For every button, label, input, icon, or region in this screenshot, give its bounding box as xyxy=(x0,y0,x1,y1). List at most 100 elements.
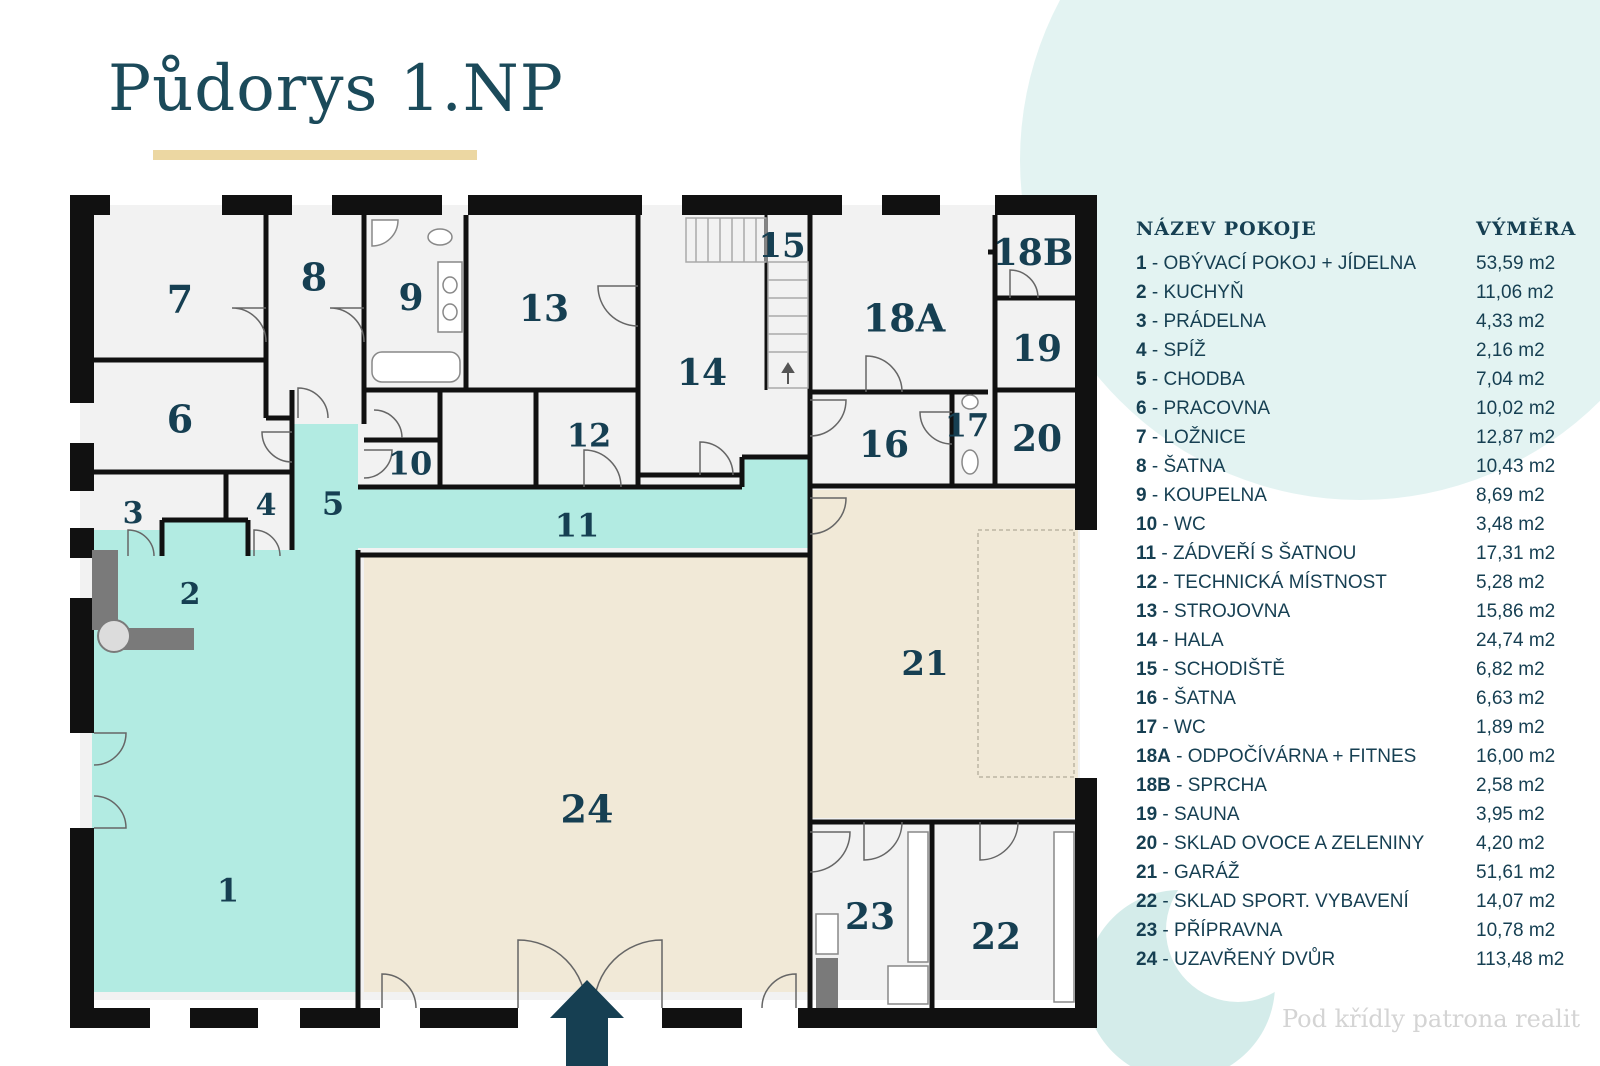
door-swing xyxy=(127,529,155,557)
room-11-fill xyxy=(358,457,810,548)
legend-separator: - xyxy=(1157,629,1175,651)
room-label-6: 6 xyxy=(167,397,193,442)
legend-room-name: UZAVŘENÝ DVŮR xyxy=(1174,948,1336,970)
wall-segment xyxy=(468,195,526,215)
door-swing xyxy=(919,411,953,445)
legend-room-name: SPÍŽ xyxy=(1163,339,1206,361)
shower-tray-icon xyxy=(887,965,929,1005)
legend-row-label: 17 - WC xyxy=(1136,717,1206,739)
legend-separator: - xyxy=(1146,310,1164,332)
legend-room-area: 4,20 m2 xyxy=(1476,832,1545,854)
door-swing xyxy=(809,831,851,873)
room-label-1: 1 xyxy=(217,872,239,910)
legend-room-area: 1,89 m2 xyxy=(1476,716,1545,738)
toilet-icon xyxy=(427,228,453,246)
legend-room-area: 3,48 m2 xyxy=(1476,513,1545,535)
room-label-13: 13 xyxy=(519,288,569,330)
wall-segment xyxy=(332,195,442,215)
title-underline xyxy=(153,150,477,160)
sink-icon xyxy=(815,913,839,955)
legend-separator: - xyxy=(1157,716,1175,738)
wall-segment xyxy=(70,443,94,491)
stair-upper xyxy=(685,217,767,263)
door-swing xyxy=(1009,269,1039,299)
legend-room-name: OBÝVACÍ POKOJ + JÍDELNA xyxy=(1163,252,1416,274)
room-label-18a: 18A xyxy=(863,296,946,341)
legend-room-area: 3,95 m2 xyxy=(1476,803,1545,825)
legend-room-name: ZÁDVEŘÍ S ŠATNOU xyxy=(1172,542,1357,564)
entrance-arrow-icon xyxy=(550,980,624,1066)
counter-segment xyxy=(816,958,838,1008)
legend-separator: - xyxy=(1146,484,1164,506)
wc-sink-icon xyxy=(961,394,979,410)
legend-row-label: 20 - SKLAD OVOCE A ZELENINY xyxy=(1136,833,1424,855)
legend-room-number: 21 xyxy=(1136,861,1158,883)
door-swing xyxy=(363,449,393,479)
legend-room-area: 6,63 m2 xyxy=(1476,687,1545,709)
room-label-22: 22 xyxy=(971,916,1021,958)
legend-room-name: PRÁDELNA xyxy=(1163,310,1266,332)
legend-room-area: 6,82 m2 xyxy=(1476,658,1545,680)
wall-segment xyxy=(1075,778,1097,1028)
legend-room-number: 4 xyxy=(1136,339,1147,361)
legend-room-number: 6 xyxy=(1136,397,1147,419)
legend-room-name: SPRCHA xyxy=(1187,774,1267,796)
legend-room-name: ŠATNA xyxy=(1174,687,1236,709)
legend-separator: - xyxy=(1157,571,1174,593)
wall-segment xyxy=(882,195,940,215)
outer-walls xyxy=(70,195,1097,1028)
door-swing xyxy=(699,441,734,476)
room-label-20: 20 xyxy=(1012,418,1062,460)
legend-separator: - xyxy=(1157,513,1175,535)
legend-room-area: 14,07 m2 xyxy=(1476,890,1556,912)
room-label-3: 3 xyxy=(123,496,144,531)
legend-room-area: 11,06 m2 xyxy=(1476,281,1554,303)
legend-separator: - xyxy=(1157,948,1175,970)
wall-segment xyxy=(70,1008,150,1028)
room-labels: 1 2 3 4 5 6 7 8 9 10 11 12 13 14 15 16 1… xyxy=(123,226,1074,958)
legend-separator: - xyxy=(1157,861,1175,883)
legend-row-label: 10 - WC xyxy=(1136,514,1206,536)
kitchen-counter xyxy=(92,550,838,1008)
legend-room-name: WC xyxy=(1174,513,1206,535)
room-label-2: 2 xyxy=(180,577,201,612)
legend-row: 17 - WC 1,89 m2 xyxy=(1136,713,1576,742)
legend-row-label: 14 - HALA xyxy=(1136,630,1224,652)
legend-header-area: VÝMĚRA xyxy=(1476,218,1577,240)
legend-room-number: 23 xyxy=(1136,919,1158,941)
legend-room-name: HALA xyxy=(1174,629,1224,651)
legend-separator: - xyxy=(1157,600,1175,622)
legend-room-number: 24 xyxy=(1136,948,1158,970)
legend-room-area: 8,69 m2 xyxy=(1476,484,1545,506)
legend-row-label: 5 - CHODBA xyxy=(1136,369,1245,391)
room-label-7: 7 xyxy=(167,277,193,322)
fixtures xyxy=(371,219,1075,1005)
legend-separator: - xyxy=(1170,745,1188,767)
legend-row-label: 19 - SAUNA xyxy=(1136,804,1240,826)
room-label-10: 10 xyxy=(388,445,433,483)
legend-row-label: 11 - ZÁDVEŘÍ S ŠATNOU xyxy=(1136,543,1356,565)
door-swing xyxy=(373,409,403,439)
decor-circle-cutout xyxy=(1166,858,1310,1002)
door-swing xyxy=(865,355,903,393)
door-swing xyxy=(93,795,127,829)
wall-segment xyxy=(682,195,842,215)
garage-parking-outline xyxy=(977,529,1075,778)
legend-separator: - xyxy=(1156,542,1173,564)
wall-segment xyxy=(300,1008,380,1028)
legend-room-number: 1 xyxy=(1136,252,1147,274)
room-legend: NÁZEV POKOJE VÝMĚRA 1 - OBÝVACÍ POKOJ + … xyxy=(1136,218,1576,974)
legend-room-name: LOŽNICE xyxy=(1163,426,1246,448)
room-1-2-5-fill xyxy=(92,424,358,992)
room-label-8: 8 xyxy=(301,255,327,300)
